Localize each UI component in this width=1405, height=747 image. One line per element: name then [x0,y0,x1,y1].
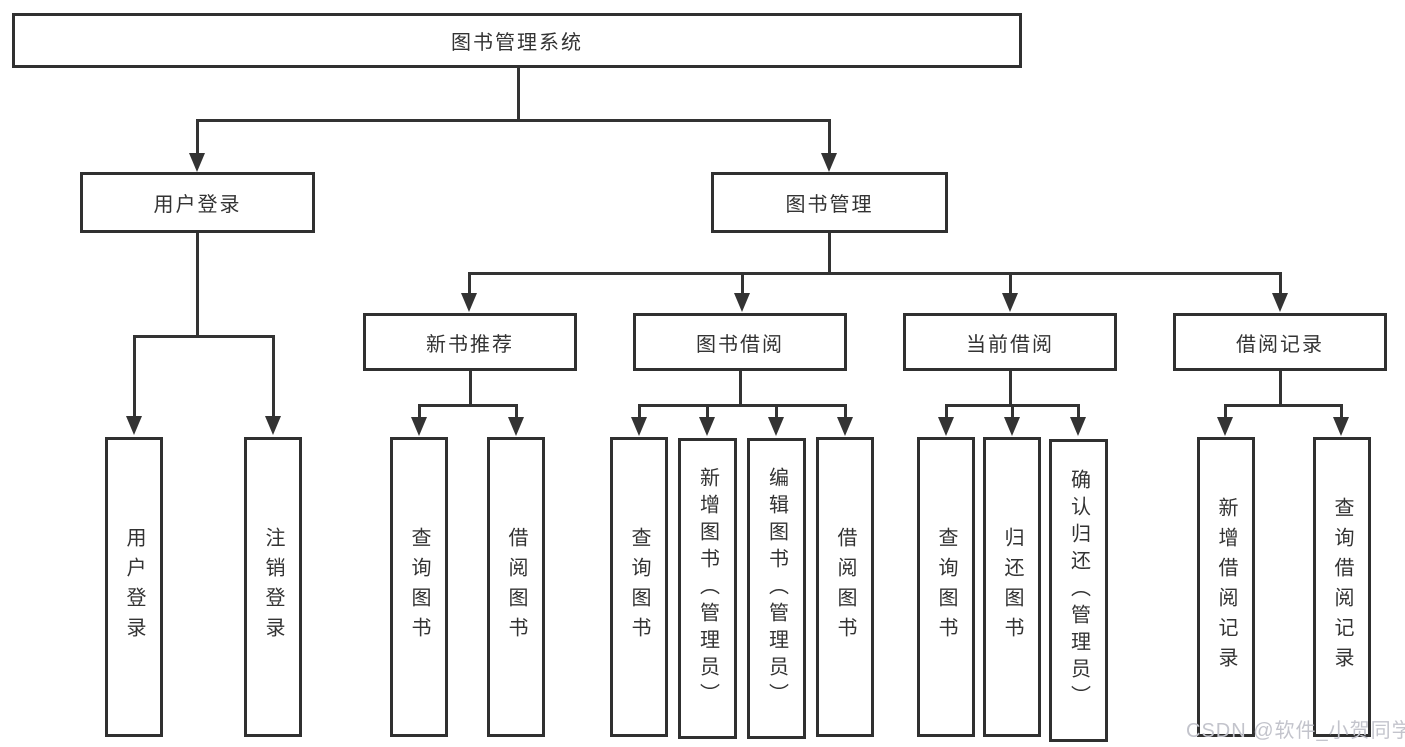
node-label: 查询图书 [935,527,957,647]
connector-vline [827,233,831,275]
node-borrow-borrow-books: 借阅图书 [816,437,874,737]
connector-arrow-stem [843,407,847,421]
arrow-down-icon [699,417,715,436]
arrow-down-icon [126,416,142,435]
node-label: 图书借阅 [696,333,784,356]
arrow-down-icon [1004,417,1020,436]
connector-vline [738,371,742,407]
connector-arrow-stem [1010,407,1014,421]
arrow-down-icon [734,293,750,312]
connector-arrow-stem [774,407,778,421]
node-rec-borrow-books: 借阅图书 [487,437,545,737]
node-label: 借阅图书 [834,527,856,647]
connector-hline [195,118,831,122]
node-user-login: 用户登录 [80,172,315,233]
arrow-down-icon [768,417,784,436]
connector-arrow-stem [1076,407,1080,421]
node-label: 归还图书 [1001,527,1023,647]
node-current-query-books: 查询图书 [917,437,975,737]
arrow-down-icon [1002,293,1018,312]
node-label: 借阅图书 [505,527,527,647]
arrow-down-icon [938,417,954,436]
node-book-borrowing: 图书借阅 [633,313,847,371]
connector-vline [516,68,520,122]
csdn-watermark: CSDN @软件_小贺同学 [1186,720,1405,742]
connector-vline [1008,371,1012,407]
connector-vline [468,371,472,407]
connector-arrow-stem [417,407,421,421]
node-label: 编辑图书（管理员） [765,467,788,710]
arrow-down-icon [1272,293,1288,312]
connector-arrow-stem [514,407,518,421]
node-records-add-record: 新增借阅记录 [1197,437,1255,737]
node-current-borrowing: 当前借阅 [903,313,1117,371]
connector-arrow-stem [1223,407,1227,421]
connector-arrow-stem [271,338,275,420]
node-user-login-action: 用户登录 [105,437,163,737]
arrow-down-icon [631,417,647,436]
connector-arrow-stem [637,407,641,421]
arrow-down-icon [1217,417,1233,436]
node-label: 确认归还（管理员） [1067,469,1090,712]
arrow-down-icon [1070,417,1086,436]
node-rec-query-books: 查询图书 [390,437,448,737]
node-label: 图书管理 [785,194,874,216]
connector-arrow-stem [944,407,948,421]
node-label: 查询借阅记录 [1331,497,1353,677]
connector-arrow-stem [132,338,136,420]
connector-arrow-stem [195,122,199,157]
connector-arrow-stem [827,122,831,157]
arrow-down-icon [411,417,427,436]
node-label: 新书推荐 [426,333,514,356]
arrow-down-icon [461,293,477,312]
node-library-management-system: 图书管理系统 [12,13,1022,68]
connector-arrow-stem [740,275,744,297]
connector-hline [944,403,1080,407]
connector-hline [467,271,1282,275]
node-label: 图书管理系统 [451,32,583,54]
connector-hline [132,334,275,338]
arrow-down-icon [189,153,205,172]
connector-vline [1278,371,1282,407]
connector-arrow-stem [1278,275,1282,297]
connector-arrow-stem [1008,275,1012,297]
connector-vline [195,233,199,338]
arrow-down-icon [508,417,524,436]
connector-hline [417,403,518,407]
node-borrow-query-books: 查询图书 [610,437,668,737]
node-new-book-recommend: 新书推荐 [363,313,577,371]
connector-arrow-stem [705,407,709,421]
node-records-query-record: 查询借阅记录 [1313,437,1371,737]
node-label: 查询图书 [408,527,430,647]
node-label: 查询图书 [628,527,650,647]
connector-arrow-stem [467,275,471,297]
node-borrow-add-books-admin: 新增图书（管理员） [678,438,737,739]
node-label: 注销登录 [262,527,284,647]
node-label: 用户登录 [153,194,242,216]
node-logout: 注销登录 [244,437,302,737]
node-current-return-books: 归还图书 [983,437,1041,737]
node-current-confirm-return-admin: 确认归还（管理员） [1049,439,1108,742]
node-label: 用户登录 [123,527,145,647]
arrow-down-icon [265,416,281,435]
connector-hline [1223,403,1343,407]
node-borrowing-records: 借阅记录 [1173,313,1387,371]
node-label: 借阅记录 [1236,333,1324,356]
node-label: 新增图书（管理员） [696,467,719,710]
arrow-down-icon [837,417,853,436]
arrow-down-icon [821,153,837,172]
node-book-management: 图书管理 [711,172,948,233]
arrow-down-icon [1333,417,1349,436]
connector-hline [637,403,847,407]
node-label: 当前借阅 [966,333,1054,356]
node-borrow-edit-books-admin: 编辑图书（管理员） [747,438,806,739]
node-label: 新增借阅记录 [1215,497,1237,677]
connector-arrow-stem [1339,407,1343,421]
